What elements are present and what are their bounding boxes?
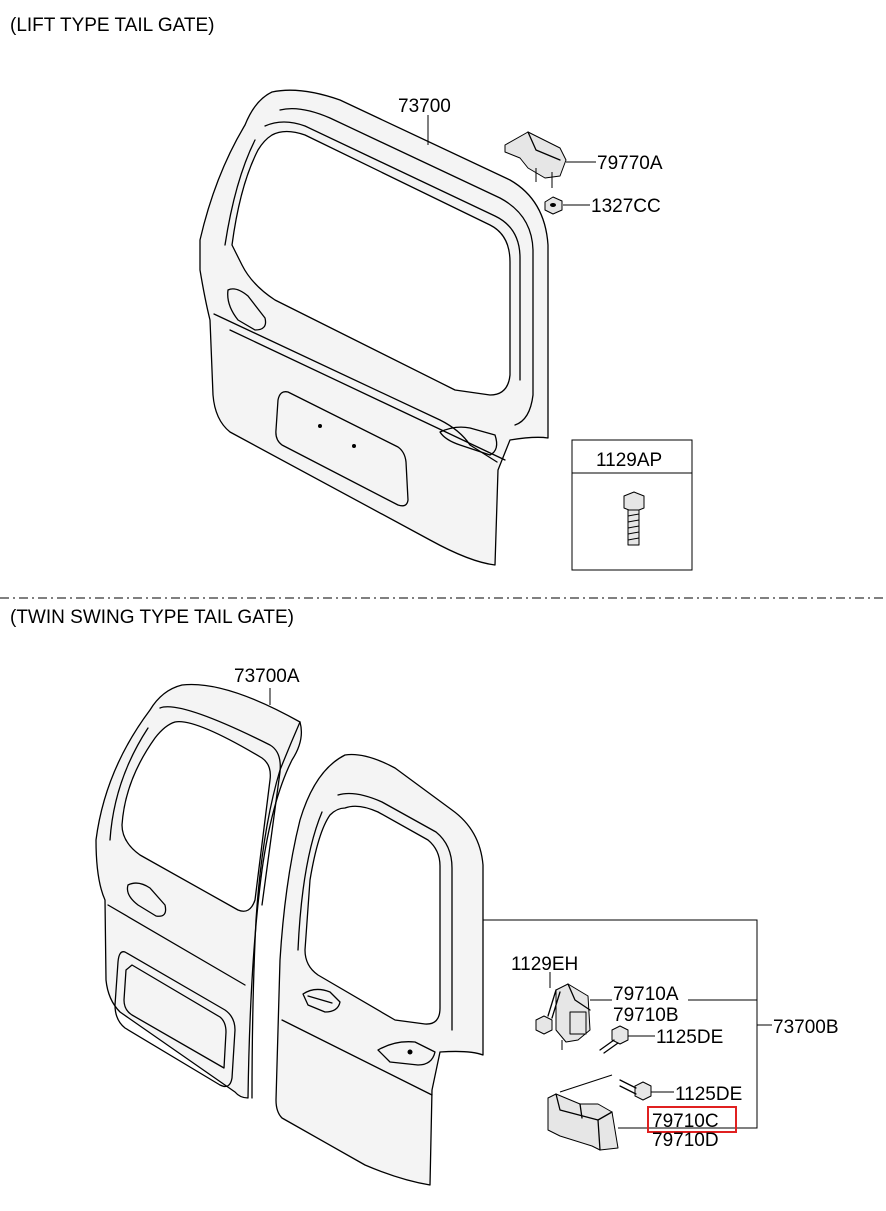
label-73700: 73700 (398, 96, 451, 117)
label-1129eh: 1129EH (511, 954, 578, 975)
nut-1327cc-icon (544, 196, 563, 215)
label-1327cc: 1327CC (591, 196, 661, 217)
section-title-twin: (TWIN SWING TYPE TAIL GATE) (10, 607, 294, 628)
bolt-1125de-upper-icon (599, 1025, 629, 1054)
hinge-79770a-icon (504, 131, 567, 188)
label-79710c: 79710C (652, 1111, 719, 1132)
leader-73700b (483, 919, 772, 1129)
hinge-79710c-icon (547, 1093, 619, 1151)
lift-tail-gate (199, 89, 549, 566)
bolt-1125de-lower-icon (619, 1079, 652, 1101)
label-1125de-upper: 1125DE (656, 1027, 723, 1048)
label-79770a: 79770A (597, 153, 663, 174)
bolt-1129ap-icon (623, 491, 645, 546)
section-title-lift: (LIFT TYPE TAIL GATE) (10, 15, 214, 36)
twin-right-door (275, 753, 484, 1186)
label-79710d: 79710D (652, 1130, 719, 1151)
label-79710a: 79710A (613, 984, 679, 1005)
label-73700a: 73700A (234, 666, 300, 687)
label-79710b: 79710B (613, 1005, 679, 1026)
twin-left-door (95, 683, 303, 1099)
bolt-1129eh-icon (535, 989, 561, 1035)
label-1129ap: 1129AP (596, 450, 662, 471)
callout-box-1129ap: 1129AP (571, 439, 693, 571)
hinge-79710a-icon (555, 983, 591, 1050)
label-73700b: 73700B (773, 1017, 839, 1038)
label-1125de-lower: 1125DE (675, 1084, 742, 1105)
highlight-box-79710c (647, 1106, 737, 1133)
